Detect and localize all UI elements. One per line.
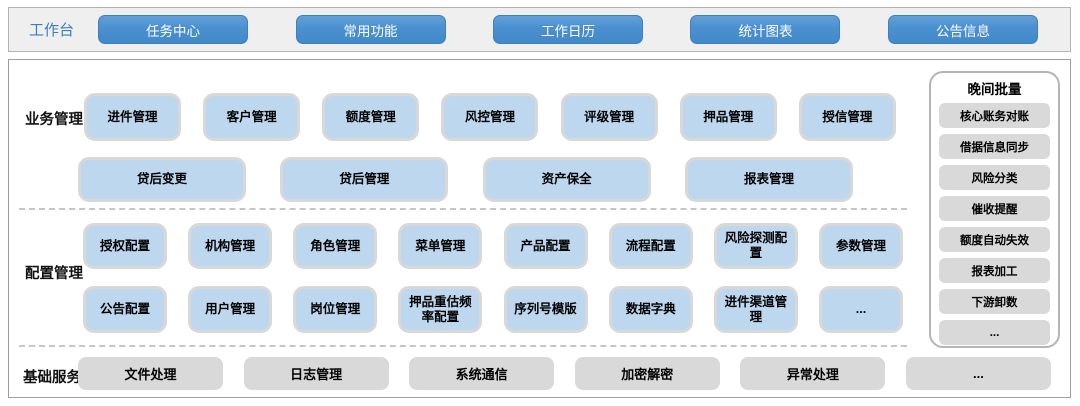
night-batch-item[interactable]: 报表加工 [939,258,1050,283]
module-box[interactable]: 风险探测配置 [713,223,798,269]
module-box[interactable]: 评级管理 [560,93,658,141]
module-box[interactable]: 客户管理 [203,93,301,141]
business-modules-row-2: 贷后变更贷后管理资产保全报表管理 [78,157,853,202]
workbench-bar: 工作台 任务中心 常用功能 工作日历 统计图表 公告信息 [8,7,1071,52]
night-batch-list: 核心账务对账借据信息同步风险分类催收提醒额度自动失效报表加工下游卸数... [939,103,1050,345]
service-box[interactable]: 异常处理 [740,357,886,390]
module-box[interactable]: 押品管理 [679,93,777,141]
module-box[interactable]: 风控管理 [441,93,539,141]
divider-dashed-config-base [19,345,907,347]
workbench-button[interactable]: 公告信息 [887,15,1038,44]
module-box[interactable]: 贷后管理 [280,157,449,202]
module-box[interactable]: 角色管理 [293,223,378,269]
service-box[interactable]: 日志管理 [243,357,389,390]
base-services-row: 文件处理日志管理系统通信加密解密异常处理... [78,357,1051,390]
section-label-base-services: 基础服务 [23,370,81,386]
config-modules-row-1: 授权配置机构管理角色管理菜单管理产品配置流程配置风险探测配置参数管理 [83,223,903,269]
module-box[interactable]: 资产保全 [482,157,651,202]
module-box[interactable]: 进件渠道管理 [713,286,798,333]
workbench-button[interactable]: 任务中心 [98,15,249,44]
module-box[interactable]: 报表管理 [684,157,853,202]
module-box[interactable]: 流程配置 [608,223,693,269]
section-label-config: 配置管理 [25,266,83,282]
business-modules-row-1: 进件管理客户管理额度管理风控管理评级管理押品管理授信管理 [84,93,896,141]
night-batch-title: 晚间批量 [967,82,1022,97]
module-box[interactable]: 机构管理 [188,223,273,269]
module-box[interactable]: 菜单管理 [398,223,483,269]
module-box[interactable]: ... [818,286,903,333]
workbench-label: 工作台 [29,22,75,39]
night-batch-item[interactable]: 下游卸数 [939,289,1050,314]
module-box[interactable]: 公告配置 [83,286,167,333]
service-box[interactable]: ... [905,357,1051,390]
workbench-button[interactable]: 工作日历 [492,15,643,44]
night-batch-item[interactable]: 催收提醒 [939,196,1050,221]
main-panel: 业务管理 进件管理客户管理额度管理风控管理评级管理押品管理授信管理 贷后变更贷后… [8,59,1071,398]
service-box[interactable]: 加密解密 [574,357,720,390]
module-box[interactable]: 参数管理 [818,223,903,269]
service-box[interactable]: 系统通信 [409,357,555,390]
workbench-button[interactable]: 统计图表 [690,15,841,44]
night-batch-item[interactable]: 额度自动失效 [939,227,1050,252]
workbench-button[interactable]: 常用功能 [295,15,446,44]
module-box[interactable]: 序列号模版 [503,286,588,333]
module-box[interactable]: 授信管理 [798,93,896,141]
night-batch-item[interactable]: 核心账务对账 [939,103,1050,128]
section-label-business: 业务管理 [25,112,83,128]
night-batch-item[interactable]: 风险分类 [939,165,1050,190]
module-box[interactable]: 岗位管理 [293,286,378,333]
module-box[interactable]: 数据字典 [608,286,693,333]
module-box[interactable]: 用户管理 [188,286,273,333]
module-box[interactable]: 额度管理 [322,93,420,141]
night-batch-panel: 晚间批量 核心账务对账借据信息同步风险分类催收提醒额度自动失效报表加工下游卸数.… [929,71,1060,348]
module-box[interactable]: 进件管理 [84,93,181,141]
workbench-buttons: 任务中心 常用功能 工作日历 统计图表 公告信息 [98,15,1038,44]
divider-dashed-business-config [19,208,907,210]
config-modules-row-2: 公告配置用户管理岗位管理押品重估频率配置序列号模版数据字典进件渠道管理... [83,286,903,333]
module-box[interactable]: 产品配置 [503,223,588,269]
module-box[interactable]: 授权配置 [83,223,167,269]
module-box[interactable]: 贷后变更 [78,157,246,202]
service-box[interactable]: 文件处理 [78,357,223,390]
night-batch-item[interactable]: ... [939,320,1050,345]
module-box[interactable]: 押品重估频率配置 [398,286,483,333]
night-batch-item[interactable]: 借据信息同步 [939,134,1050,159]
